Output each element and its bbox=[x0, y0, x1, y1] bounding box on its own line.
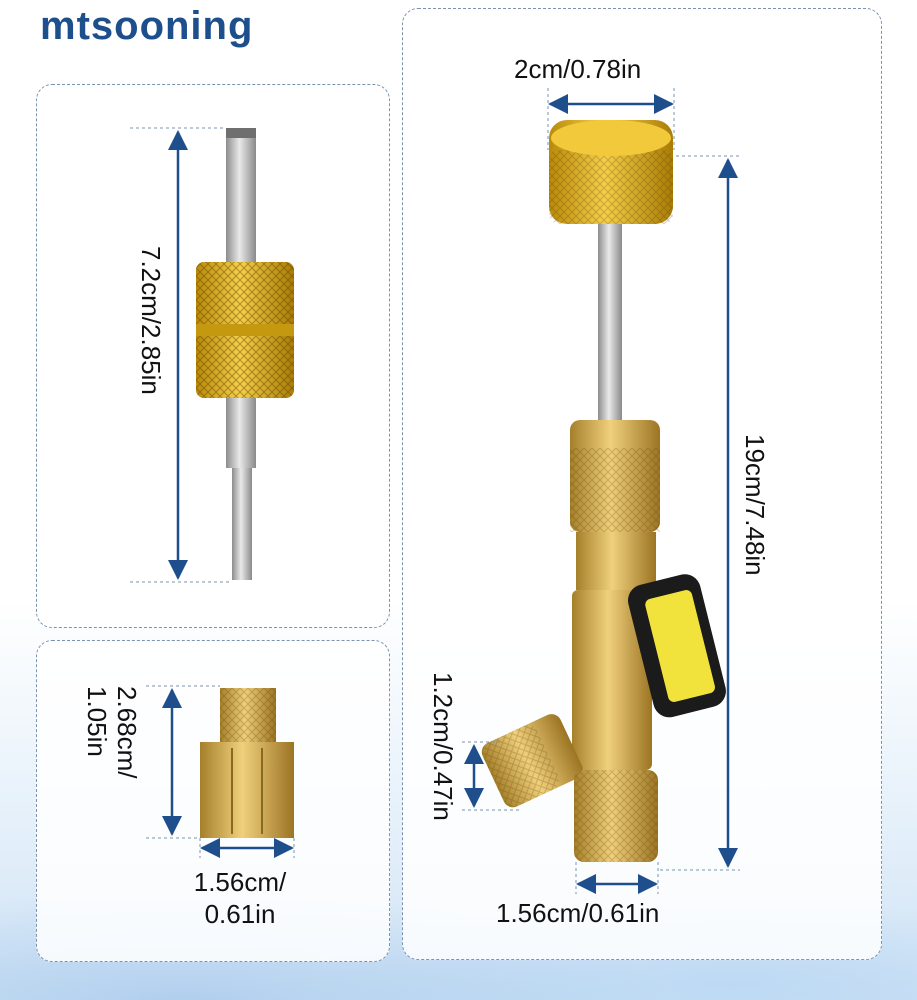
adapter-height-line-1: 2.68cm/ bbox=[112, 686, 142, 779]
adapter-height-line-2: 1.05in bbox=[82, 686, 112, 757]
base-width-label: 1.56cm/0.61in bbox=[496, 898, 660, 928]
adapter-width-line-2: 0.61in bbox=[204, 899, 276, 929]
adapter-height-label: 2.68cm/ 1.05in bbox=[80, 686, 142, 836]
valve-tool-image bbox=[481, 120, 726, 862]
adapter-image bbox=[200, 688, 294, 838]
adapter-width-line-1: 1.56cm/ bbox=[193, 867, 287, 897]
knob-width-label: 2cm/0.78in bbox=[514, 54, 642, 84]
valve-core-tool-image bbox=[196, 128, 294, 580]
side-port-label: 1.2cm/0.47in bbox=[428, 672, 458, 821]
core-tool-length-label: 7.2cm/2.85in bbox=[136, 246, 166, 395]
brand-logo: mtsooning bbox=[40, 4, 254, 48]
total-length-label: 19cm/7.48in bbox=[740, 434, 770, 576]
adapter-width-label: 1.56cm/ 0.61in bbox=[170, 866, 310, 930]
